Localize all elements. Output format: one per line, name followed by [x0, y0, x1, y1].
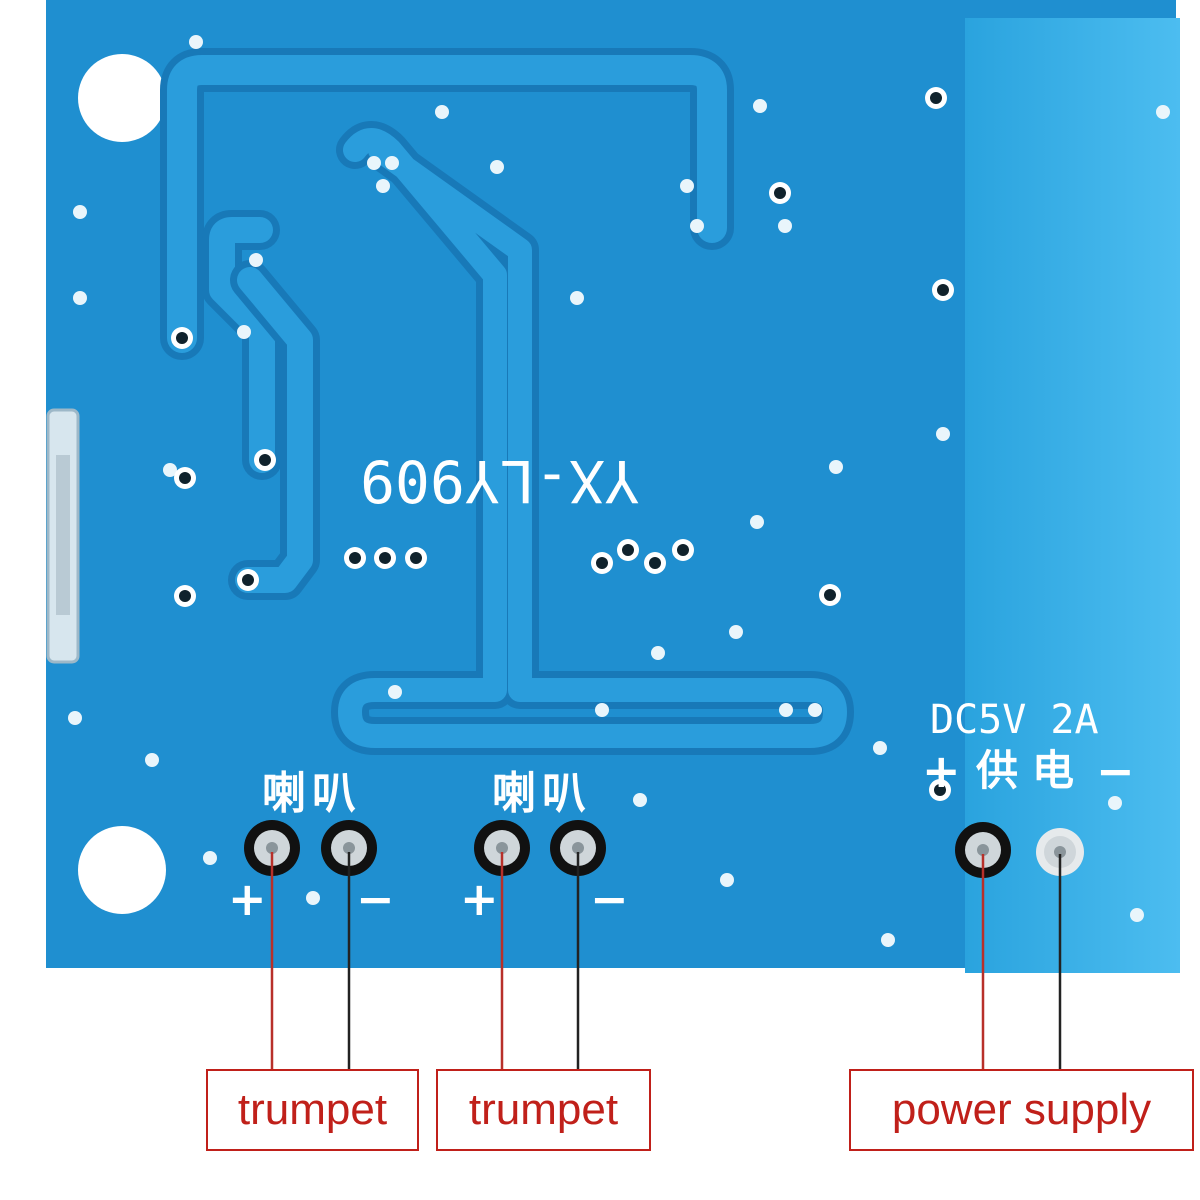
via — [189, 35, 203, 49]
via — [73, 205, 87, 219]
speaker-1-plus-sign: + — [228, 872, 267, 926]
power-supply-label: 供电 — [976, 746, 1089, 795]
via-group-dark — [171, 87, 954, 801]
via — [1108, 796, 1122, 810]
power-minus-pad-hole — [1054, 846, 1066, 858]
via — [435, 105, 449, 119]
via-hole — [349, 552, 361, 564]
via — [881, 933, 895, 947]
via-hole — [179, 590, 191, 602]
speaker-1-minus-pad-hole — [343, 842, 355, 854]
via — [808, 703, 822, 717]
speaker-2-label: 喇叭 — [492, 768, 592, 819]
callout-label-trumpet-1: trumpet — [237, 1085, 388, 1134]
via — [570, 291, 584, 305]
leader-lines — [270, 852, 1062, 1070]
mounting-hole — [78, 54, 166, 142]
via-hole — [677, 544, 689, 556]
via — [367, 156, 381, 170]
via — [829, 460, 843, 474]
power-minus-sign: − — [1096, 744, 1135, 798]
via — [388, 685, 402, 699]
mounting-hole — [78, 826, 166, 914]
power-rating-label: DC5V 2A — [930, 697, 1099, 743]
speaker-1-minus-sign: − — [356, 872, 395, 926]
via — [1130, 908, 1144, 922]
via-hole — [824, 589, 836, 601]
via-hole — [649, 557, 661, 569]
via — [680, 179, 694, 193]
via — [1156, 105, 1170, 119]
via — [720, 873, 734, 887]
callout-label-trumpet-2: trumpet — [468, 1085, 619, 1134]
via — [633, 793, 647, 807]
via — [376, 179, 390, 193]
callout-label-power: power supply — [891, 1085, 1152, 1134]
via — [690, 219, 704, 233]
usb-port — [56, 455, 70, 615]
via-hole — [774, 187, 786, 199]
pcb-traces — [160, 48, 854, 755]
via — [73, 291, 87, 305]
via-hole — [179, 472, 191, 484]
via-hole — [930, 92, 942, 104]
via-hole — [259, 454, 271, 466]
via — [385, 156, 399, 170]
via — [68, 711, 82, 725]
callout-box-trumpet-2 — [436, 1069, 651, 1151]
via — [237, 325, 251, 339]
via-hole — [379, 552, 391, 564]
via — [163, 463, 177, 477]
via — [750, 515, 764, 529]
via-hole — [176, 332, 188, 344]
board-model-label: YX-LY909 — [360, 447, 640, 515]
via — [203, 851, 217, 865]
callout-box-trumpet-1 — [206, 1069, 419, 1151]
via — [753, 99, 767, 113]
via — [779, 703, 793, 717]
via — [490, 160, 504, 174]
speaker-2-plus-pad-hole — [496, 842, 508, 854]
speaker-1-plus-pad-hole — [266, 842, 278, 854]
via — [145, 753, 159, 767]
via — [729, 625, 743, 639]
power-pads — [955, 822, 1084, 878]
callout-box-power — [849, 1069, 1194, 1151]
via — [778, 219, 792, 233]
speaker-1-label: 喇叭 — [262, 768, 362, 819]
speaker-2-minus-sign: − — [590, 872, 629, 926]
via-hole — [937, 284, 949, 296]
via-hole — [596, 557, 608, 569]
power-plus-sign: + — [922, 744, 961, 798]
speaker-2-pads — [474, 820, 606, 876]
via — [873, 741, 887, 755]
via-hole — [622, 544, 634, 556]
via-hole — [410, 552, 422, 564]
bluetooth-module — [965, 18, 1180, 973]
speaker-2-plus-sign: + — [460, 872, 499, 926]
via-hole — [242, 574, 254, 586]
via — [651, 646, 665, 660]
via — [306, 891, 320, 905]
speaker-2-minus-pad-hole — [572, 842, 584, 854]
speaker-1-pads — [244, 820, 377, 876]
power-plus-pad-hole — [977, 844, 989, 856]
via — [249, 253, 263, 267]
via — [936, 427, 950, 441]
via-group — [68, 35, 1170, 947]
via-hole — [934, 784, 946, 796]
via — [595, 703, 609, 717]
